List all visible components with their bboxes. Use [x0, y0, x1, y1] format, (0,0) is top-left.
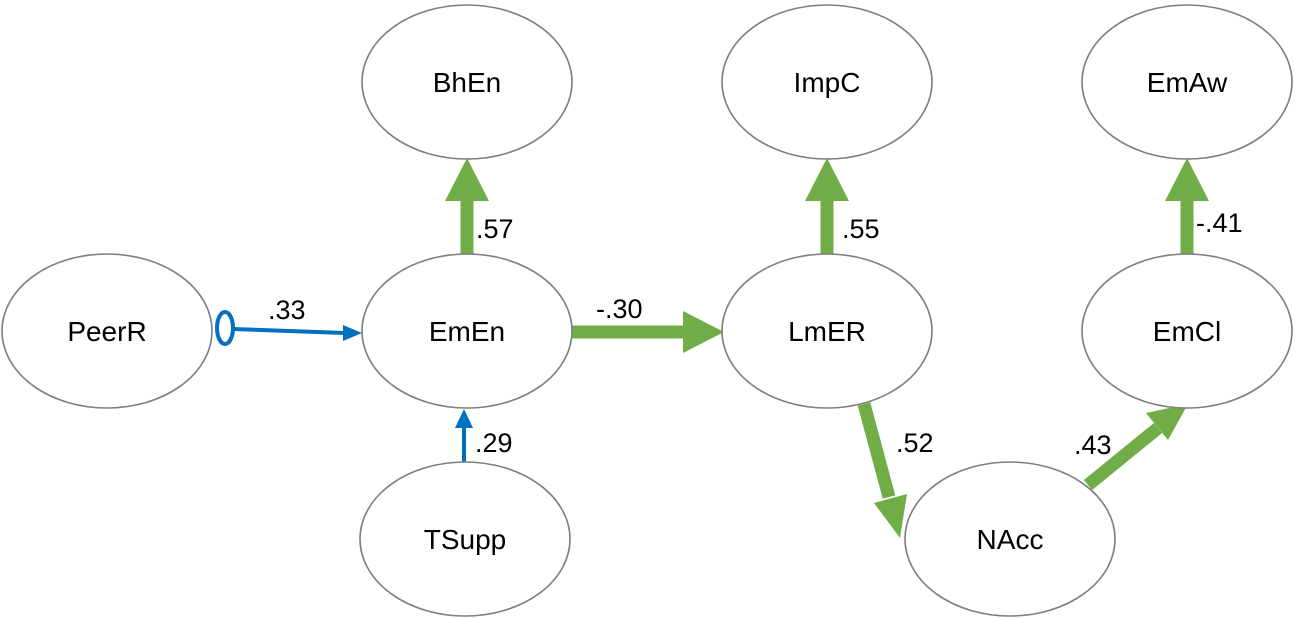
node-label-BhEn: BhEn — [433, 67, 502, 98]
edge-coefficient-NAcc-EmCl: .43 — [1074, 430, 1112, 460]
node-label-ImpC: ImpC — [794, 67, 861, 98]
edge-NAcc-EmCl: .43 — [1074, 404, 1188, 491]
node-label-EmCl: EmCl — [1153, 316, 1221, 347]
node-label-TSupp: TSupp — [424, 524, 507, 555]
edge-coefficient-PeerR-EmEn: .33 — [268, 295, 306, 325]
node-BhEn: BhEn — [361, 4, 573, 160]
node-EmCl: EmCl — [1081, 253, 1293, 409]
node-EmAw: EmAw — [1081, 4, 1293, 160]
edge-PeerR-EmEn: .33 — [215, 295, 362, 346]
edge-coefficient-LmER-ImpC: .55 — [842, 214, 880, 244]
node-label-EmEn: EmEn — [429, 316, 505, 347]
edge-coefficient-TSupp-EmEn: .29 — [475, 428, 513, 458]
node-label-PeerR: PeerR — [67, 316, 146, 347]
node-label-NAcc: NAcc — [977, 524, 1044, 555]
node-NAcc: NAcc — [904, 461, 1116, 617]
edge-EmEn-BhEn: .57 — [445, 158, 514, 255]
edge-EmCl-EmAw: -.41 — [1165, 158, 1243, 255]
edge-coefficient-EmEn-BhEn: .57 — [476, 214, 514, 244]
edge-TSupp-EmEn: .29 — [455, 409, 513, 463]
node-EmEn: EmEn — [361, 253, 573, 409]
node-ImpC: ImpC — [721, 4, 933, 160]
node-label-LmER: LmER — [788, 316, 866, 347]
edge-EmEn-LmER: -.30 — [572, 294, 724, 353]
edge-coefficient-EmCl-EmAw: -.41 — [1196, 208, 1243, 238]
edge-coefficient-EmEn-LmER: -.30 — [596, 294, 643, 324]
edge-LmER-ImpC: .55 — [805, 158, 880, 255]
node-LmER: LmER — [721, 253, 933, 409]
node-PeerR: PeerR — [1, 253, 213, 409]
edge-coefficient-LmER-NAcc: .52 — [896, 428, 934, 458]
interaction-tail-marker — [215, 310, 235, 346]
node-TSupp: TSupp — [359, 461, 571, 617]
edge-LmER-NAcc: .52 — [857, 402, 934, 538]
node-label-EmAw: EmAw — [1147, 67, 1228, 98]
